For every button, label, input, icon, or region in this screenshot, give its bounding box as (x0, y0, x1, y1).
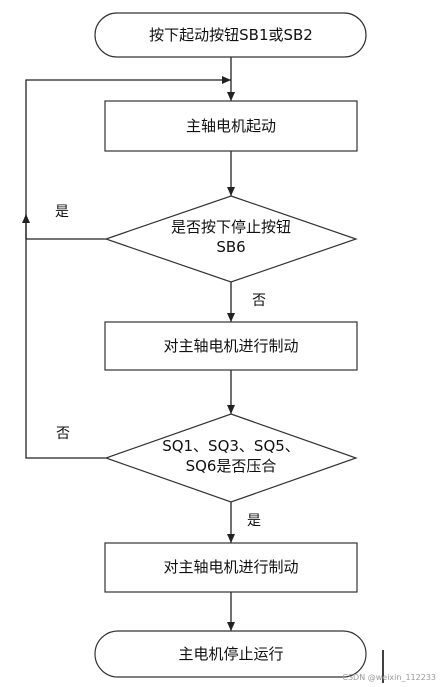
start-node-label: 按下起动按钮SB1或SB2 (149, 26, 313, 44)
watermark: CSDN @weixin_112233 (342, 673, 436, 682)
spindle-start-label: 主轴电机起动 (186, 117, 276, 135)
brake-2-node: 对主轴电机进行制动 (104, 542, 358, 593)
edge-label-sb6-yes: 是 (55, 204, 69, 220)
end-node-label: 主电机停止运行 (178, 645, 283, 663)
check-sb6-line1: 是否按下停止按钮 (171, 218, 291, 236)
edge-label-sb6-no: 否 (252, 293, 266, 309)
start-node: 按下起动按钮SB1或SB2 (94, 12, 367, 58)
brake-1-label: 对主轴电机进行制动 (163, 337, 298, 355)
connectors (22, 57, 235, 631)
check-sq-decision: SQ1、SQ3、SQ5、 SQ6是否压合 (104, 413, 358, 503)
check-sb6-decision: 是否按下停止按钮 SB6 (104, 195, 358, 283)
end-node: 主电机停止运行 (94, 630, 367, 678)
edge-label-sq-yes: 是 (247, 513, 261, 529)
check-sq-line1: SQ1、SQ3、SQ5、 (162, 437, 300, 455)
check-sq-line2: SQ6是否压合 (186, 457, 277, 475)
feedback-loop-line (25, 76, 231, 459)
brake-2-label: 对主轴电机进行制动 (163, 558, 298, 576)
check-sb6-line2: SB6 (216, 238, 245, 256)
brake-1-node: 对主轴电机进行制动 (104, 321, 358, 371)
edge-label-sq-no: 否 (56, 426, 70, 442)
spindle-start-node: 主轴电机起动 (104, 100, 358, 152)
